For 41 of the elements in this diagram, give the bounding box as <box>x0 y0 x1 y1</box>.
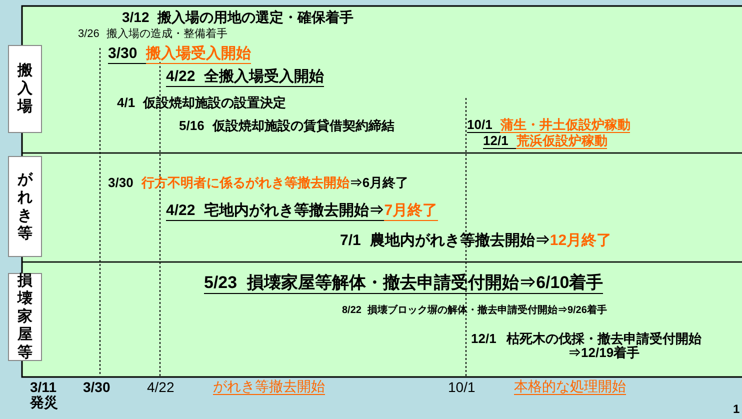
event-text: 搬入場の用地の選定・確保着手 <box>157 10 354 26</box>
event-text: 1 <box>733 403 740 416</box>
date-label: 3/12 <box>122 10 150 26</box>
section-tab: 損壊家屋等 <box>8 273 42 361</box>
event-text: 10/1 <box>448 380 476 396</box>
event-text: ⇒6月終了 <box>349 176 409 190</box>
event-text: 4/22 <box>147 380 174 396</box>
event-text: 荒浜仮設炉稼動 <box>516 134 608 150</box>
event-text: がれき等撤去開始 <box>213 379 325 396</box>
event-text: 全搬入場受入開始 <box>204 69 324 86</box>
date-label: 3/30 <box>108 46 146 64</box>
event-text: 損壊ブロック塀の解体・撤去申請受付開始⇒9/26着手 <box>367 305 607 316</box>
date-label: 4/22 <box>166 69 204 86</box>
date-label: 4/1 <box>117 96 136 110</box>
event-text: 仮設焼却施設の賃貸借契約締結 <box>212 119 394 134</box>
date-label: 3/26 <box>78 28 100 40</box>
date-label: 3/30 <box>108 176 134 190</box>
event-text: 7月終了 <box>384 203 438 220</box>
date-label: 12/1 <box>471 332 498 346</box>
section-tab: がれき等 <box>8 156 42 257</box>
event-text: 損壊家屋等解体・撤去申請受付開始⇒6/10着手 <box>247 274 604 294</box>
event-text: 行方不明者に係るがれき等撤去開始 <box>141 176 350 190</box>
date-label: 4/22 <box>166 203 204 220</box>
event-text: 3/11 発災 <box>30 380 59 411</box>
event-text: 搬入場の造成・整備着手 <box>106 28 228 40</box>
date-label: 12/1 <box>483 134 516 150</box>
event-text: 宅地内がれき等撤去開始⇒ <box>204 203 384 220</box>
event-text: 本格的な処理開始 <box>514 379 626 396</box>
date-label: 8/22 <box>342 305 362 316</box>
event-text: 搬入場受入開始 <box>146 46 252 64</box>
section-tab: 搬入場 <box>8 45 42 133</box>
event-text: 枯死木の伐採・撤去申請受付開始⇒12/19着手 <box>505 332 702 361</box>
event-text: 蒲生・井土仮設炉稼動 <box>500 118 630 134</box>
event-text: 12月終了 <box>550 233 612 250</box>
event-text: 仮設焼却施設の設置決定 <box>143 96 286 110</box>
event-text: 農地内がれき等撤去開始⇒ <box>370 233 550 250</box>
date-label: 7/1 <box>340 233 362 250</box>
date-label: 10/1 <box>467 118 500 134</box>
event-text: 3/30 <box>83 380 110 396</box>
date-label: 5/23 <box>204 274 248 294</box>
date-label: 5/16 <box>179 119 206 134</box>
